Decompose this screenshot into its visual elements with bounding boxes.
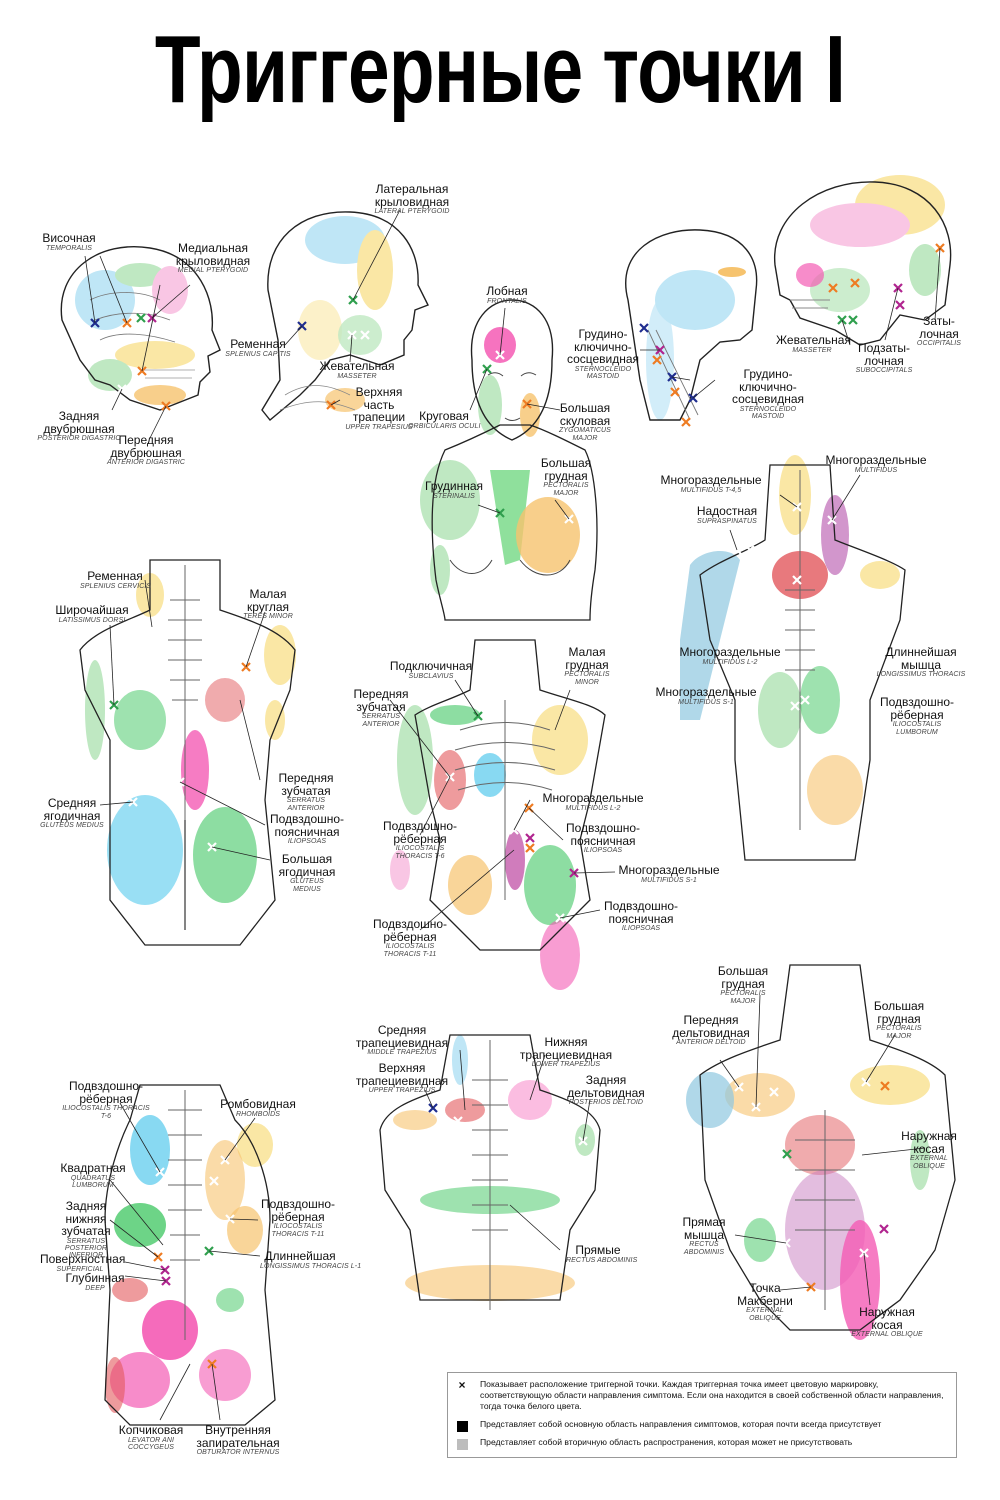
panel-mid-back <box>379 1034 601 1310</box>
legend-row-primary: Представляет собой основную область напр… <box>456 1419 950 1432</box>
poster-title: Триггерные точки I <box>154 16 846 123</box>
panel-head-side-left <box>60 246 221 412</box>
legend-row-marker: × Показывает расположение триггерной точ… <box>456 1378 950 1412</box>
panel-back-upper-right <box>680 455 906 861</box>
panel-front-abdomen <box>686 964 956 1340</box>
panel-back-left <box>79 559 296 946</box>
legend-marker-text: Показывает расположение триггерной точки… <box>480 1379 944 1411</box>
x-marker-icon: × <box>458 1378 466 1393</box>
panel-front-skeleton <box>390 639 606 990</box>
leader-lines <box>84 209 941 1421</box>
legend: × Показывает расположение триггерной точ… <box>447 1372 957 1458</box>
panel-skull-right <box>774 175 952 346</box>
panel-neck-scm <box>625 229 758 428</box>
panel-face-front <box>470 299 554 441</box>
gray-square-icon <box>456 1438 468 1450</box>
panel-head-side-center <box>261 211 429 421</box>
panel-front-torso <box>420 424 598 621</box>
legend-secondary-text: Представляет собой вторичную область рас… <box>480 1437 853 1447</box>
legend-primary-text: Представляет собой основную область напр… <box>480 1419 882 1429</box>
panel-lower-back-left <box>104 1084 276 1426</box>
black-square-icon <box>456 1420 468 1432</box>
legend-row-secondary: Представляет собой вторичную область рас… <box>456 1437 950 1450</box>
